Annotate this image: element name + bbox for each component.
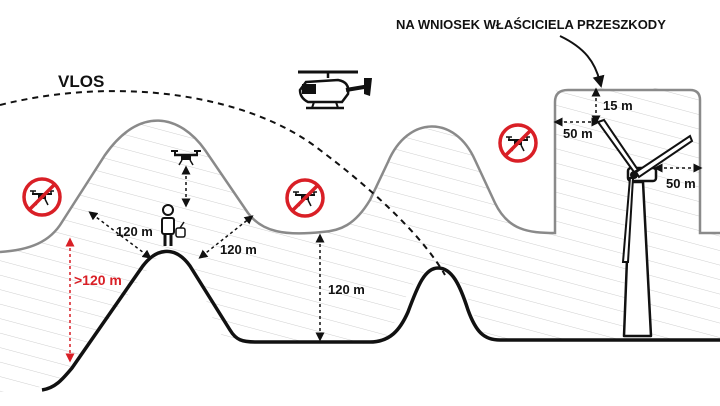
no-drone-icon [285, 178, 325, 218]
top-clearance-label: 15 m [603, 98, 633, 113]
person-icon [161, 204, 186, 246]
wind-turbine-icon [596, 118, 694, 338]
distance-left-label: 120 m [116, 224, 153, 239]
terrain-line [41, 249, 720, 392]
distance-arrow-right [198, 215, 254, 259]
side-clearance-left-label: 50 m [563, 126, 593, 141]
over-limit-label: >120 m [74, 272, 122, 288]
helicopter-icon [298, 70, 372, 110]
vertical-distance-label: 120 m [328, 282, 365, 297]
vlos-arc [0, 90, 446, 276]
no-drone-icon [498, 123, 538, 163]
side-clearance-right-label: 50 m [666, 176, 696, 191]
distance-right-label: 120 m [220, 242, 257, 257]
vlos-label: VLOS [58, 72, 104, 91]
airspace-ceiling-line [0, 88, 720, 254]
no-drone-icon [22, 177, 62, 217]
drone-icon [171, 150, 201, 166]
owner-request-label: NA WNIOSEK WŁAŚCICIELA PRZESZKODY [396, 17, 666, 32]
owner-request-arrow [559, 35, 605, 88]
